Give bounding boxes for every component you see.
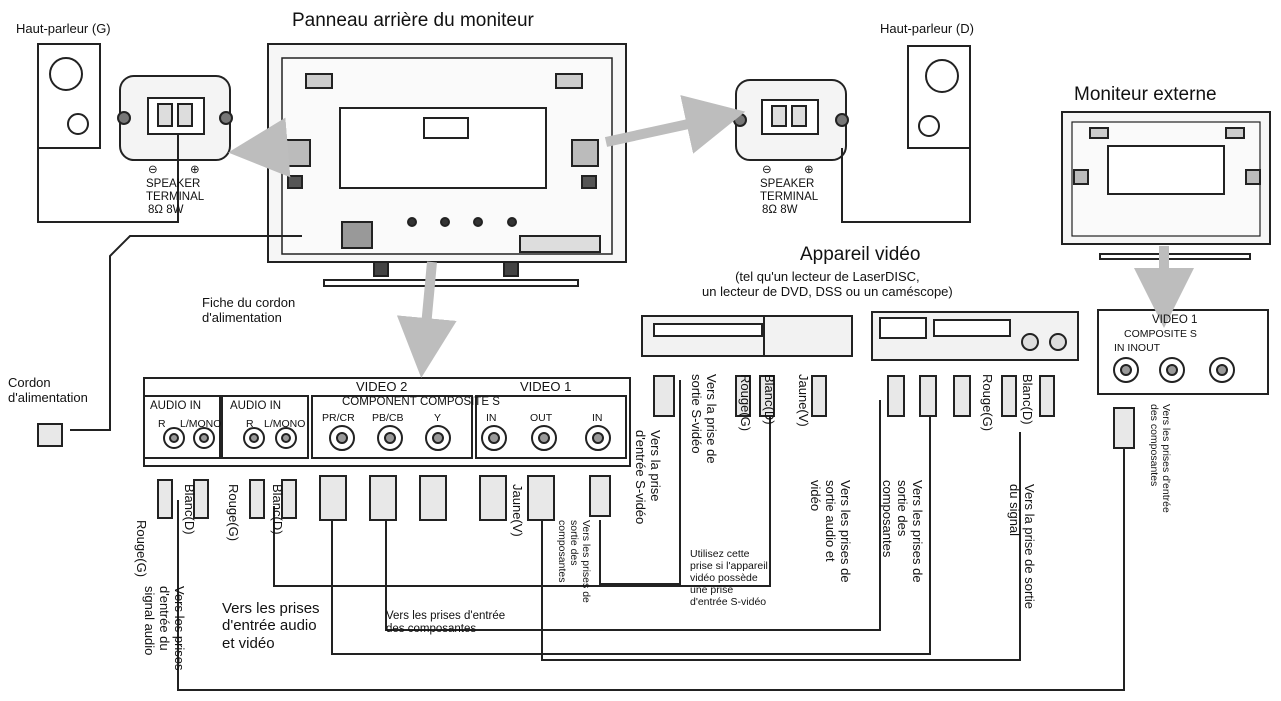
label-vers-audio-signal: Vers les prises d'entrée du signal audio (142, 586, 187, 671)
video1-s-in-label: IN (592, 412, 603, 424)
wires (37, 134, 1125, 691)
power-plug-label: Fiche du cordon d'alimentation (202, 295, 296, 325)
audio-r-1: R (158, 418, 166, 430)
terminal-right-plus: ⊕ (804, 164, 814, 176)
composite-s-label: COMPOSITE S (420, 396, 500, 408)
video1-label: VIDEO 1 (520, 379, 572, 394)
terminal-left-line3: 8Ω 8W (148, 204, 184, 216)
terminal-left-line2: TERMINAL (146, 191, 205, 203)
speaker-right (907, 45, 971, 149)
label-rouge-g-3: Rouge(G) (738, 374, 753, 432)
external-monitor (1061, 111, 1271, 260)
label-vers-svideo-sortie: Vers la prise de sortie S-vidéo (689, 374, 719, 464)
label-vers-sortie-signal: Vers la prise de sortie du signal (1007, 484, 1037, 610)
video-device-dvd (871, 311, 1079, 361)
ext-composite-label: COMPOSITE S (1124, 328, 1197, 340)
label-vers-entree-comp-ext: Vers les prises d'entrée des composantes (1147, 404, 1172, 513)
pr-label: PR/CR (322, 412, 355, 424)
speaker-left (37, 43, 101, 149)
video-device-subtitle: (tel qu'un lecteur de LaserDISC, un lect… (702, 269, 953, 299)
label-vers-audio-video-sortie: Vers les prises de sortie audio et vidéo (808, 480, 853, 583)
label-blanc-d-1: Blanc(D) (182, 484, 197, 535)
video-device-vcr (641, 315, 853, 357)
terminal-right-minus: ⊖ (762, 164, 772, 176)
label-vers-sortie-comp: Vers les prises de sortie des composante… (555, 520, 592, 603)
terminal-right-line2: TERMINAL (760, 191, 819, 203)
y-label: Y (434, 412, 442, 424)
diagram-title: Panneau arrière du moniteur (292, 10, 534, 31)
audio-r-2: R (246, 418, 254, 430)
external-monitor-label: Moniteur externe (1074, 84, 1217, 105)
terminal-right-line1: SPEAKER (760, 178, 815, 190)
speaker-terminal-left (117, 75, 233, 161)
connection-arrows (228, 95, 1194, 378)
ext-video1-label: VIDEO 1 (1152, 314, 1198, 326)
audio-lmono-1: L/MONO (180, 418, 222, 430)
input-panel (143, 377, 631, 467)
label-vers-audio-video: Vers les prises d'entrée audio et vidéo (222, 600, 320, 652)
terminal-left-minus: ⊖ (148, 164, 158, 176)
label-utilisez-note: Utilisez cette prise si l'appareil vidéo… (690, 548, 768, 609)
label-blanc-d-3: Blanc(D) (762, 374, 777, 425)
component-label: COMPONENT (342, 396, 417, 408)
label-vers-sortie-comp2: Vers les prises de sortie des composante… (880, 480, 925, 583)
audio-in-label-2: AUDIO IN (230, 400, 282, 412)
label-jaune-v-2: Jaune(V) (796, 374, 811, 427)
ext-inout-label: IN INOUT (1114, 342, 1161, 354)
video1-out-label: OUT (530, 412, 553, 424)
audio-lmono-2: L/MONO (264, 418, 306, 430)
power-cord-label: Cordon d'alimentation (8, 375, 88, 405)
monitor-back-panel (267, 43, 627, 287)
terminal-left-plus: ⊕ (190, 164, 200, 176)
terminal-left-line1: SPEAKER (146, 178, 201, 190)
video1-in-label: IN (486, 412, 497, 424)
terminal-right-line3: 8Ω 8W (762, 204, 798, 216)
speaker-terminal-right (733, 79, 849, 161)
label-rouge-g-4: Rouge(G) (980, 374, 995, 432)
label-jaune-v-1: Jaune(V) (510, 484, 525, 537)
label-vers-svideo-entree: Vers la prise d'entrée S-vidéo (633, 430, 663, 525)
label-blanc-d-4: Blanc(D) (1020, 374, 1035, 425)
video2-label: VIDEO 2 (356, 379, 408, 394)
speaker-right-label: Haut-parleur (D) (880, 21, 974, 36)
label-blanc-d-2: Blanc(D) (270, 484, 285, 535)
label-rouge-g-2: Rouge(G) (226, 484, 241, 542)
speaker-left-label: Haut-parleur (G) (16, 21, 111, 36)
plugs (37, 375, 1135, 521)
label-rouge-g-1: Rouge(G) (134, 520, 149, 578)
pb-label: PB/CB (372, 412, 404, 424)
label-vers-comp-entree: Vers les prises d'entrée des composantes (386, 610, 506, 636)
audio-in-label-1: AUDIO IN (150, 400, 202, 412)
video-device-title: Appareil vidéo (800, 244, 921, 265)
